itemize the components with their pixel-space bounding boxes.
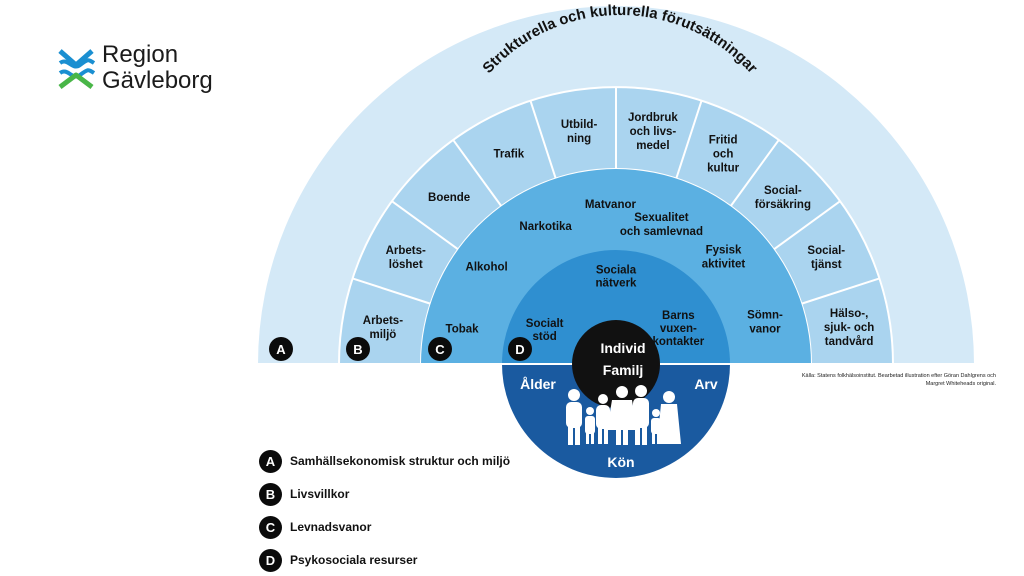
ring-d bbox=[502, 250, 730, 364]
legend-badge-a: A bbox=[259, 449, 282, 473]
family-silhouettes-icon bbox=[566, 385, 681, 445]
core-label-individ: Individ bbox=[600, 340, 645, 356]
legend-badge-b: B bbox=[259, 482, 282, 506]
base-label-kon: Kön bbox=[607, 454, 634, 470]
source-note: Källa: Statens folkhälsoinstitut. Bearbe… bbox=[801, 373, 996, 387]
badge-b: B bbox=[353, 342, 362, 357]
ring-b-divider bbox=[391, 200, 459, 251]
badge-a: A bbox=[276, 342, 286, 357]
ring-b-label: Utbild-ning bbox=[561, 119, 598, 145]
ring-b-divider bbox=[452, 139, 503, 207]
ring-b-divider bbox=[801, 277, 880, 305]
core-label-familj: Familj bbox=[603, 362, 643, 378]
base-label-arv: Arv bbox=[694, 376, 718, 392]
ring-b-divider bbox=[729, 139, 780, 207]
base-label-alder: Ålder bbox=[520, 376, 556, 392]
legend-badge-c: C bbox=[259, 515, 282, 539]
logo-line-2: Gävleborg bbox=[102, 67, 213, 94]
ring-b-label: Trafik bbox=[494, 149, 525, 161]
legend-item-c: C Levnadsvanor bbox=[259, 514, 371, 540]
logo-mark-icon bbox=[58, 49, 96, 89]
legend-text-d: Psykosociala resurser bbox=[290, 553, 418, 567]
ring-c-label: Sömn-vanor bbox=[747, 309, 783, 335]
legend-text-a: Samhällsekonomisk struktur och miljö bbox=[290, 454, 511, 468]
badge-d: D bbox=[515, 342, 524, 357]
legend-item-d: D Psykosociala resurser bbox=[259, 547, 417, 573]
legend-text-b: Livsvillkor bbox=[290, 487, 350, 501]
ring-b-divider bbox=[773, 200, 841, 251]
ring-b-label: Social-tjänst bbox=[807, 245, 845, 271]
ring-outline bbox=[338, 86, 894, 365]
ring-b-divider bbox=[675, 100, 703, 179]
ring-b-divider bbox=[529, 100, 557, 179]
logo-line-1: Region bbox=[102, 41, 179, 68]
ring-c-label: Narkotika bbox=[519, 221, 572, 233]
ring-b-label: Boende bbox=[428, 192, 470, 204]
region-gavleborg-logo: Region Gävleborg bbox=[58, 42, 213, 94]
ring-c-label: Matvanor bbox=[585, 199, 637, 211]
ring-c-label: Tobak bbox=[446, 323, 480, 335]
ring-b-label: Arbets-miljö bbox=[363, 315, 403, 341]
legend-badge-d: D bbox=[259, 548, 282, 572]
ring-c-label: Alkohol bbox=[466, 262, 508, 274]
legend-item-a: A Samhällsekonomisk struktur och miljö bbox=[259, 448, 510, 474]
badge-c: C bbox=[435, 342, 445, 357]
ring-badges: A B C D bbox=[269, 337, 532, 361]
legend-item-b: B Livsvillkor bbox=[259, 481, 349, 507]
ring-b-label: Social-försäkring bbox=[755, 185, 811, 211]
ring-b-label: Arbets-löshet bbox=[386, 245, 426, 271]
legend-text-c: Levnadsvanor bbox=[290, 520, 372, 534]
ring-b-labels: Arbets-miljö Arbets-löshet Boende Trafik Utb… bbox=[363, 112, 875, 348]
ring-b-divider bbox=[352, 277, 431, 305]
